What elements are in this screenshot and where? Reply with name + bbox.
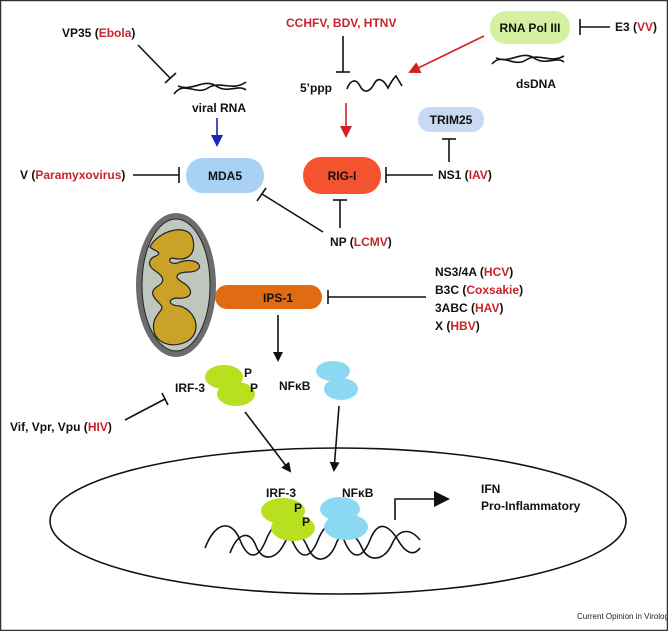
- label-ifn: IFN: [481, 482, 500, 496]
- label-v-paramyxovirus: V (Paramyxovirus): [20, 168, 125, 182]
- label-irf3: IRF-3: [175, 381, 205, 395]
- inhibit-vp35-bar: [164, 72, 177, 84]
- inhibit-hiv-line: [124, 398, 166, 421]
- label-rna-pol-iii: RNA Pol III: [500, 21, 561, 35]
- inhibit-np-mda5-bar: [256, 187, 267, 202]
- label-ips1: IPS-1: [263, 291, 293, 305]
- label-phospho-1: P: [244, 366, 252, 380]
- label-5ppp: 5’ppp: [300, 81, 332, 95]
- label-ns1: NS1 (IAV): [438, 168, 492, 182]
- nucleus: [49, 447, 627, 595]
- arrow-rna-pol-to-5ppp: [408, 35, 485, 74]
- label-e3: E3 (VV): [615, 20, 657, 34]
- label-mda5: MDA5: [208, 169, 242, 183]
- dsdna-icon: [491, 54, 565, 65]
- label-nfkb-nuclear: NFκB: [342, 486, 374, 500]
- arrow-transcription: [394, 491, 450, 520]
- genomic-dna-icon: [204, 524, 421, 560]
- ppp-rna-icon: [346, 74, 403, 92]
- inhibit-np-mda5-line: [261, 193, 324, 233]
- inhibit-vp35-line: [137, 44, 171, 79]
- irf3-dimer-nuclear-icon: [261, 498, 315, 541]
- arrow-nfkb-to-nucleus: [329, 405, 340, 472]
- label-cchfv-bdv-htnv: CCHFV, BDV, HTNV: [286, 16, 396, 30]
- label-np: NP (LCMV): [330, 235, 392, 249]
- label-nfkb: NFκB: [279, 379, 311, 393]
- label-phospho-nuclear-1: P: [294, 501, 302, 515]
- figure-credit: Current Opinion in Virology: [577, 612, 668, 621]
- label-rigi: RIG-I: [328, 169, 357, 183]
- nfkb-dimer-nuclear-icon: [320, 497, 368, 540]
- mitochondrion-icon: [136, 213, 216, 357]
- label-phospho-nuclear-2: P: [302, 515, 310, 529]
- label-vp35: VP35 (Ebola): [62, 26, 135, 40]
- label-3abc: 3ABC (HAV): [435, 301, 503, 315]
- label-dsdna: dsDNA: [516, 77, 556, 91]
- node-ips1: [215, 285, 322, 309]
- label-hiv: Vif, Vpr, Vpu (HIV): [10, 420, 112, 434]
- nfkb-dimer-icon: [316, 361, 358, 400]
- label-x-hbv: X (HBV): [435, 319, 480, 333]
- node-mda5: [186, 158, 264, 193]
- label-irf3-nuclear: IRF-3: [266, 486, 296, 500]
- viral-rna-icon: [173, 81, 247, 95]
- node-rigi: [303, 157, 381, 194]
- arrow-irf3-to-nucleus: [244, 411, 292, 473]
- node-rna-pol-iii: [490, 11, 570, 44]
- label-ns34a: NS3/4A (HCV): [435, 265, 513, 279]
- label-trim25: TRIM25: [430, 113, 473, 127]
- inhibit-hiv-bar: [161, 392, 169, 406]
- label-b3c: B3C (Coxsakie): [435, 283, 523, 297]
- label-pro-inflammatory: Pro-Inflammatory: [481, 499, 581, 513]
- label-phospho-2: P: [250, 381, 258, 395]
- irf3-dimer-icon: [205, 365, 255, 406]
- label-viral-rna: viral RNA: [192, 101, 246, 115]
- node-trim25: [418, 107, 484, 132]
